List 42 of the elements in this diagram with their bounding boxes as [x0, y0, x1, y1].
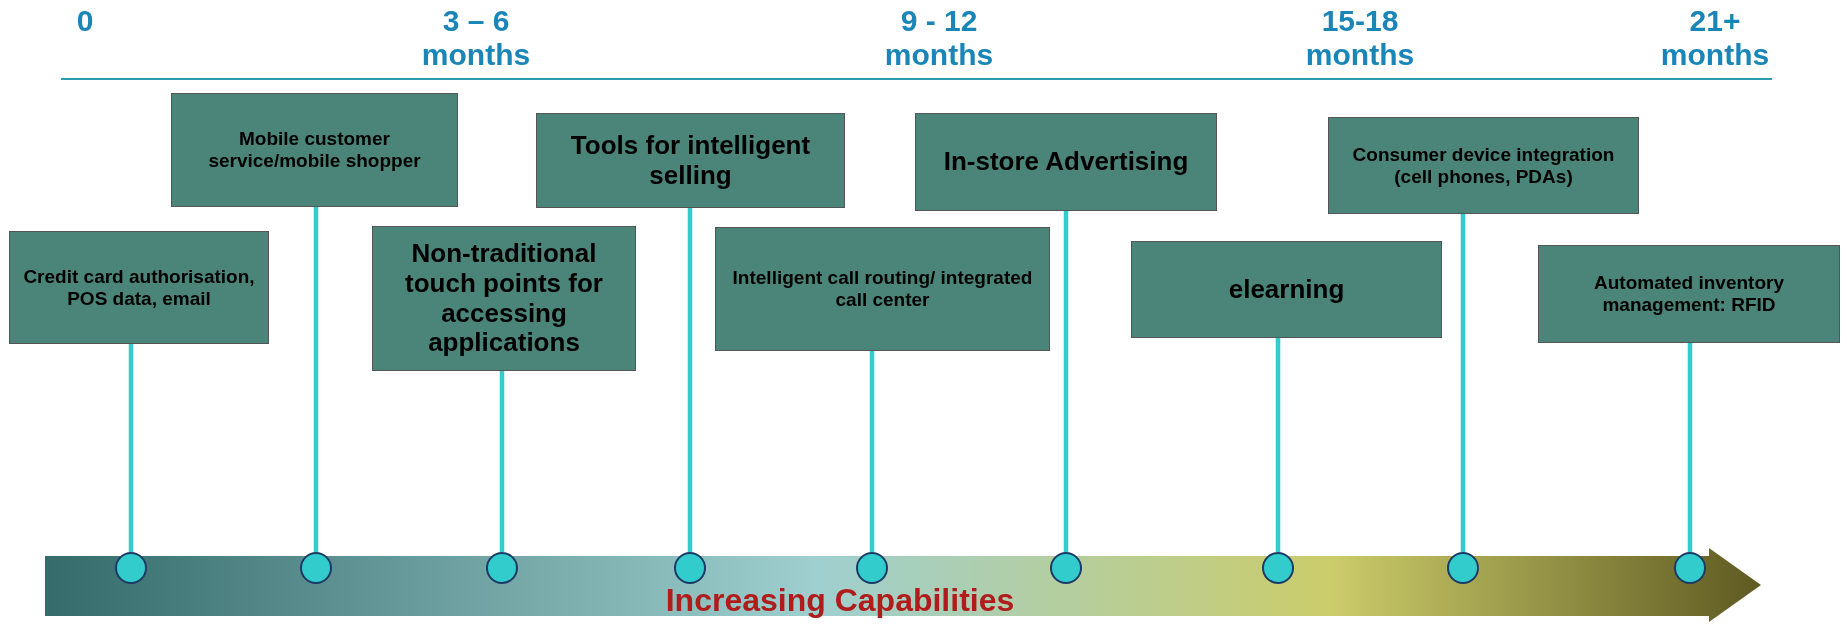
period-label: 0 [75, 4, 95, 38]
milestone-text: elearning [1228, 274, 1345, 305]
timeline-dot [300, 552, 332, 584]
connector-line [499, 371, 505, 552]
milestone-text: Mobile customer service/mobile shopper [207, 128, 422, 172]
timeline-dot [1050, 552, 1082, 584]
connector-line [1460, 214, 1466, 552]
milestone-box [1328, 117, 1639, 214]
connector-line [1275, 338, 1281, 552]
connector-line [1063, 211, 1069, 552]
milestone-box [372, 226, 636, 371]
milestone-box [536, 113, 845, 208]
connector-line [128, 344, 134, 552]
connector-line [313, 207, 319, 552]
timeline-dot [674, 552, 706, 584]
period-label: 15-18 months [1304, 4, 1416, 72]
connector-line [869, 351, 875, 552]
period-label: 3 – 6 months [420, 4, 532, 72]
milestone-box [171, 93, 458, 207]
milestone-box [715, 227, 1050, 351]
milestone-box [1131, 241, 1442, 338]
milestone-text: Tools for intelligent selling [569, 130, 812, 191]
timeline-dot [856, 552, 888, 584]
connector-line [1687, 343, 1693, 552]
milestone-text: Credit card authorisation, POS data, email [22, 265, 256, 310]
connector-line [687, 208, 693, 552]
timeline-dot [1447, 552, 1479, 584]
period-label: 9 - 12 months [883, 4, 995, 72]
milestone-text: Intelligent call routing/ integrated call center [731, 267, 1034, 311]
milestone-text: Consumer device integration (cell phones, PDAs) [1351, 143, 1616, 188]
timeline-dot [486, 552, 518, 584]
milestone-text: In-store Advertising [943, 147, 1189, 177]
milestone-box [1538, 245, 1840, 343]
period-label: 21+ months [1659, 4, 1771, 72]
timeline-dot [115, 552, 147, 584]
milestone-box [915, 113, 1217, 211]
timeline-dot [1262, 552, 1294, 584]
milestone-text: Non-traditional touch points for accessing applications [404, 238, 604, 359]
milestone-text: Automated inventory management: RFID [1593, 272, 1785, 316]
milestone-box [9, 231, 269, 344]
timeline-dot [1674, 552, 1706, 584]
band-label: Increasing Capabilities [665, 582, 1015, 619]
